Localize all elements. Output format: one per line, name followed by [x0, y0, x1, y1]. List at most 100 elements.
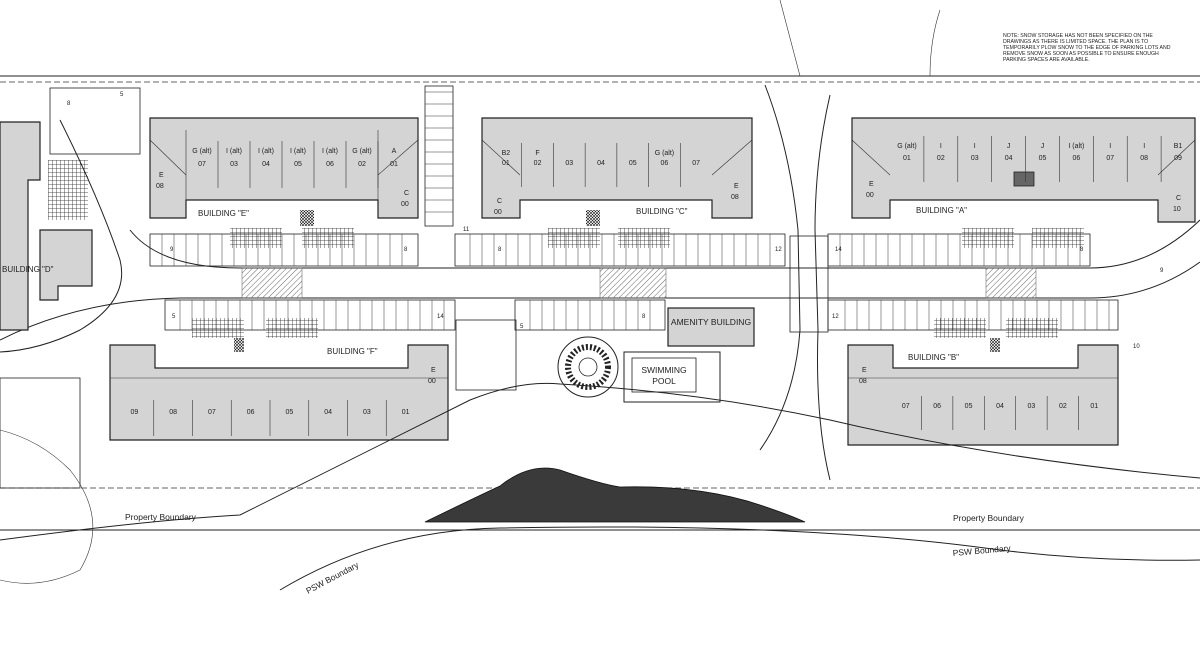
psw-boundary-label-left: PSW Boundary: [304, 559, 361, 595]
unit-number-label: 08: [169, 409, 177, 416]
building-c-patio-2: [618, 228, 670, 248]
unit-type-label: C: [497, 198, 502, 205]
building-e-entry: [300, 210, 314, 226]
parking-count: 8: [67, 101, 71, 107]
unit-number-label: 04: [1005, 155, 1013, 162]
side-unit-labels: E 08 C 00 C 00 E 08 E 00 C 10 E 00 E 08: [156, 172, 1181, 385]
building-e-units: G (alt)07I (alt)03I (alt)04I (alt)05I (a…: [192, 141, 398, 188]
unit-number-label: 03: [1028, 403, 1036, 410]
note-line-2: DRAWINGS AS THERE IS LIMITED SPACE. THE …: [1003, 39, 1148, 45]
building-d-name: BUILDING "D": [2, 265, 54, 274]
unit-number-label: 06: [1072, 155, 1080, 162]
building-a-footprint: [851, 117, 1196, 223]
unit-type-label: I (alt): [290, 148, 306, 155]
unit-number-label: 01: [390, 161, 398, 168]
parking-count: 8: [642, 314, 646, 320]
parking-count: 12: [775, 247, 782, 253]
unit-number-label: 10: [1173, 206, 1181, 213]
building-d-footprint: [0, 121, 41, 331]
unit-number-label: 06: [933, 403, 941, 410]
gazebo-center: [578, 357, 598, 377]
unit-number-label: 05: [1039, 155, 1047, 162]
unit-type-label: I: [974, 143, 976, 150]
amenity-building-label: AMENITY BUILDING: [671, 317, 751, 327]
note-line-1: NOTE: SNOW STORAGE HAS NOT BEEN SPECIFIE…: [1003, 33, 1153, 39]
parking-count: 8: [1080, 247, 1084, 253]
building-c-entry: [586, 210, 600, 226]
unit-type-label: I (alt): [226, 148, 242, 155]
unit-number-label: 06: [326, 161, 334, 168]
unit-number-label: 04: [996, 403, 1004, 410]
unit-type-label: G (alt): [352, 148, 371, 155]
parking-count: 8: [404, 247, 408, 253]
pool-label-1: SWIMMING: [641, 365, 686, 375]
unit-number-label: 07: [692, 160, 700, 167]
parking-count: 8: [498, 247, 502, 253]
unit-number-label: 04: [324, 409, 332, 416]
unit-number-label: 00: [401, 201, 409, 208]
building-b: BUILDING "B": [847, 318, 1119, 446]
psw-boundary-line: [279, 526, 1200, 591]
main-road: [0, 219, 1200, 341]
parking-count: 5: [520, 324, 524, 330]
swimming-pool: [631, 357, 697, 393]
channel-east: [814, 94, 831, 481]
unit-number-label: 02: [534, 160, 542, 167]
unit-type-label: C: [404, 190, 409, 197]
unit-number-label: 02: [937, 155, 945, 162]
parking-count: 9: [1160, 268, 1164, 274]
unit-number-label: 02: [1059, 403, 1067, 410]
unit-number-label: 05: [294, 161, 302, 168]
unit-number-label: 00: [428, 378, 436, 385]
central-walkway: [789, 235, 829, 333]
building-b-patio-1: [934, 318, 986, 338]
property-boundary-label-right: Property Boundary: [953, 513, 1025, 523]
unit-number-label: 05: [629, 160, 637, 167]
pool-label-2: POOL: [652, 376, 676, 386]
parking-lot-southwest: [0, 377, 81, 489]
unit-number-label: 01: [502, 160, 510, 167]
building-b-patio-2: [1006, 318, 1058, 338]
unit-type-label: I: [1143, 143, 1145, 150]
west-access-road: [0, 119, 123, 353]
unit-number-label: 04: [262, 161, 270, 168]
note-line-5: PARKING SPACES ARE AVAILABLE.: [1003, 57, 1090, 63]
building-f-footprint: [109, 344, 449, 441]
unit-type-label: F: [535, 150, 539, 157]
unit-number-label: 07: [902, 403, 910, 410]
unit-number-label: 02: [358, 161, 366, 168]
unit-type-label: G (alt): [192, 148, 211, 155]
unit-number-label: 08: [156, 183, 164, 190]
parking-areas: [0, 85, 1119, 489]
unit-type-label: B2: [502, 150, 511, 157]
unit-number-label: 04: [597, 160, 605, 167]
unit-type-label: A: [392, 148, 397, 155]
unit-type-label: E: [431, 367, 436, 374]
building-b-footprint: [847, 344, 1119, 446]
unit-number-label: 09: [1174, 155, 1182, 162]
channel-west: [759, 84, 801, 451]
parking-count: 9: [170, 247, 174, 253]
unit-number-label: 07: [198, 161, 206, 168]
unit-number-label: 00: [494, 209, 502, 216]
north-curve-right: [929, 9, 941, 77]
building-c-patio-1: [548, 228, 600, 248]
unit-number-label: 08: [1140, 155, 1148, 162]
unit-number-label: 08: [859, 378, 867, 385]
unit-type-label: G (alt): [655, 150, 674, 157]
unit-type-label: E: [734, 183, 739, 190]
building-f-patio-1: [192, 318, 244, 338]
building-a-patio-2: [1032, 228, 1084, 248]
unit-number-label: 06: [247, 409, 255, 416]
parking-column-north: [424, 85, 454, 227]
unit-type-label: I (alt): [1068, 143, 1084, 150]
building-e-patio-1: [230, 228, 282, 248]
parking-count: 12: [832, 314, 839, 320]
site-lines: [0, 0, 1200, 531]
note-line-4: REMOVE SNOW AS SOON AS POSSIBLE TO ENSUR…: [1003, 51, 1159, 57]
unit-type-label: I (alt): [258, 148, 274, 155]
unit-type-label: J: [1007, 143, 1011, 150]
